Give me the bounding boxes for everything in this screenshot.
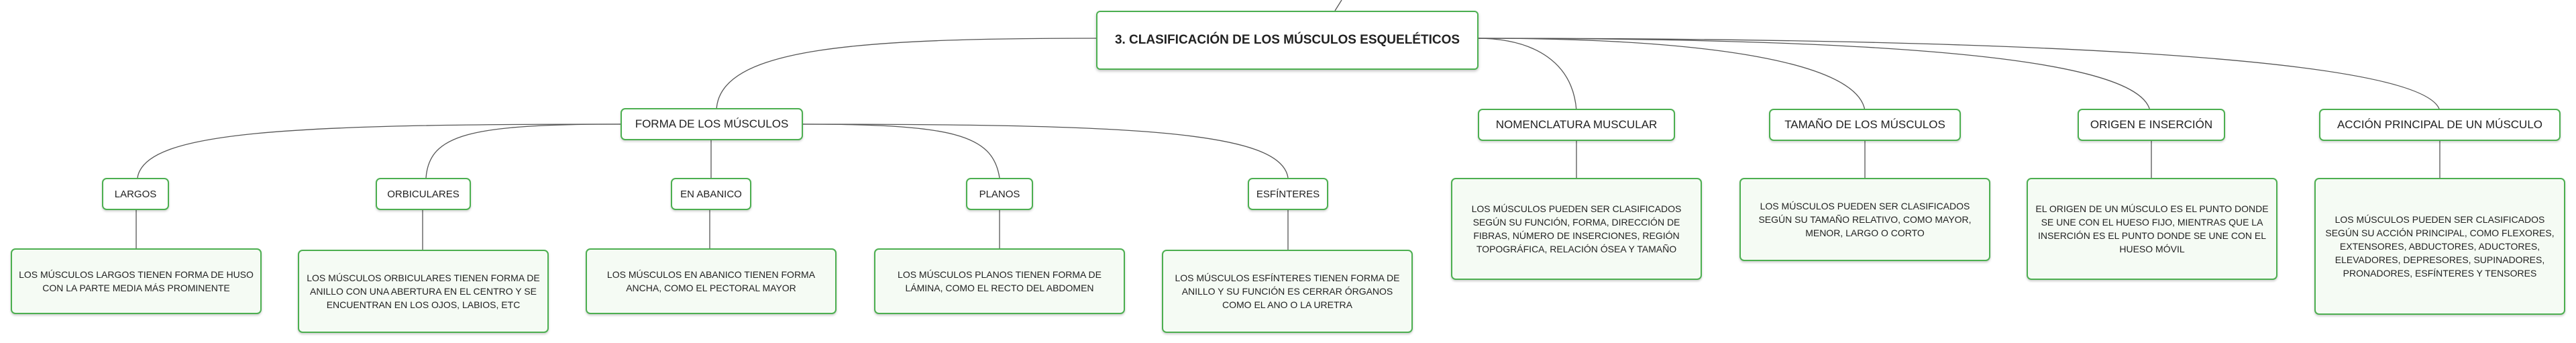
link-forma-planos — [801, 124, 1000, 179]
category-origen-title: ORIGEN E INSERCIÓN — [2090, 118, 2213, 131]
subtype-planos-title: PLANOS — [979, 188, 1020, 200]
category-nomenclatura-text: LOS MÚSCULOS PUEDEN SER CLASIFICADOS SEG… — [1451, 178, 1702, 280]
subtype-esfinteres-description: LOS MÚSCULOS ESFÍNTERES TIENEN FORMA DE … — [1175, 273, 1400, 310]
link-forma-largos — [137, 124, 621, 179]
category-tamano-text: LOS MÚSCULOS PUEDEN SER CLASIFICADOS SEG… — [1739, 178, 1990, 261]
category-nomenclatura-title: NOMENCLATURA MUSCULAR — [1495, 118, 1658, 131]
subtype-abanico-node[interactable]: EN ABANICO — [671, 178, 751, 210]
category-accion-description: LOS MÚSCULOS PUEDEN SER CLASIFICADOS SEG… — [2325, 214, 2555, 279]
category-nomenclatura-description: LOS MÚSCULOS PUEDEN SER CLASIFICADOS SEG… — [1471, 203, 1682, 254]
subtype-largos-node[interactable]: LARGOS — [102, 178, 169, 210]
category-tamano-title: TAMAÑO DE LOS MÚSCULOS — [1784, 118, 1945, 131]
subtype-orbiculares-node[interactable]: ORBICULARES — [376, 178, 471, 210]
category-origen-description: EL ORIGEN DE UN MÚSCULO ES EL PUNTO DOND… — [2035, 203, 2269, 254]
category-nomenclatura-node[interactable]: NOMENCLATURA MUSCULAR — [1478, 109, 1675, 141]
link-forma-esfinteres — [801, 124, 1289, 179]
subtype-orbiculares-title: ORBICULARES — [387, 188, 460, 200]
subtype-esfinteres-node[interactable]: ESFÍNTERES — [1248, 178, 1328, 210]
category-accion-title: ACCIÓN PRINCIPAL DE UN MÚSCULO — [2337, 118, 2543, 131]
category-origen-node[interactable]: ORIGEN E INSERCIÓN — [2078, 109, 2225, 141]
root-node[interactable]: 3. CLASIFICACIÓN DE LOS MÚSCULOS ESQUELÉ… — [1096, 11, 1479, 70]
subtype-planos-description: LOS MÚSCULOS PLANOS TIENEN FORMA DE LÁMI… — [898, 269, 1102, 293]
link-root-origen — [1475, 38, 2151, 111]
link-forma-orbiculares — [425, 124, 621, 179]
subtype-esfinteres-text: LOS MÚSCULOS ESFÍNTERES TIENEN FORMA DE … — [1162, 250, 1413, 333]
category-accion-text: LOS MÚSCULOS PUEDEN SER CLASIFICADOS SEG… — [2314, 178, 2565, 315]
subtype-esfinteres-title: ESFÍNTERES — [1256, 188, 1320, 200]
subtype-largos-description: LOS MÚSCULOS LARGOS TIENEN FORMA DE HUSO… — [19, 269, 254, 293]
category-tamano-node[interactable]: TAMAÑO DE LOS MÚSCULOS — [1769, 109, 1961, 141]
subtype-orbiculares-text: LOS MÚSCULOS ORBICULARES TIENEN FORMA DE… — [298, 250, 549, 333]
subtype-orbiculares-description: LOS MÚSCULOS ORBICULARES TIENEN FORMA DE… — [307, 273, 540, 310]
link-root-tamano — [1475, 38, 1866, 111]
link-root-forma — [716, 38, 1101, 111]
subtype-abanico-title: EN ABANICO — [680, 188, 742, 200]
link-root-nomenclatura — [1475, 38, 1577, 111]
category-forma-title: FORMA DE LOS MÚSCULOS — [635, 117, 789, 130]
link-root-accion — [1475, 38, 2440, 111]
subtype-largos-text: LOS MÚSCULOS LARGOS TIENEN FORMA DE HUSO… — [11, 248, 262, 314]
category-tamano-description: LOS MÚSCULOS PUEDEN SER CLASIFICADOS SEG… — [1758, 201, 1972, 238]
subtype-abanico-text: LOS MÚSCULOS EN ABANICO TIENEN FORMA ANC… — [586, 248, 837, 314]
subtype-planos-node[interactable]: PLANOS — [966, 178, 1033, 210]
subtype-largos-title: LARGOS — [114, 188, 157, 200]
category-accion-node[interactable]: ACCIÓN PRINCIPAL DE UN MÚSCULO — [2319, 109, 2561, 141]
subtype-abanico-description: LOS MÚSCULOS EN ABANICO TIENEN FORMA ANC… — [606, 269, 816, 293]
root-title: 3. CLASIFICACIÓN DE LOS MÚSCULOS ESQUELÉ… — [1114, 33, 1460, 47]
parent-link-line — [1334, 0, 1342, 11]
category-forma-node[interactable]: FORMA DE LOS MÚSCULOS — [621, 108, 803, 140]
category-origen-text: EL ORIGEN DE UN MÚSCULO ES EL PUNTO DOND… — [2027, 178, 2277, 280]
subtype-planos-text: LOS MÚSCULOS PLANOS TIENEN FORMA DE LÁMI… — [874, 248, 1125, 314]
